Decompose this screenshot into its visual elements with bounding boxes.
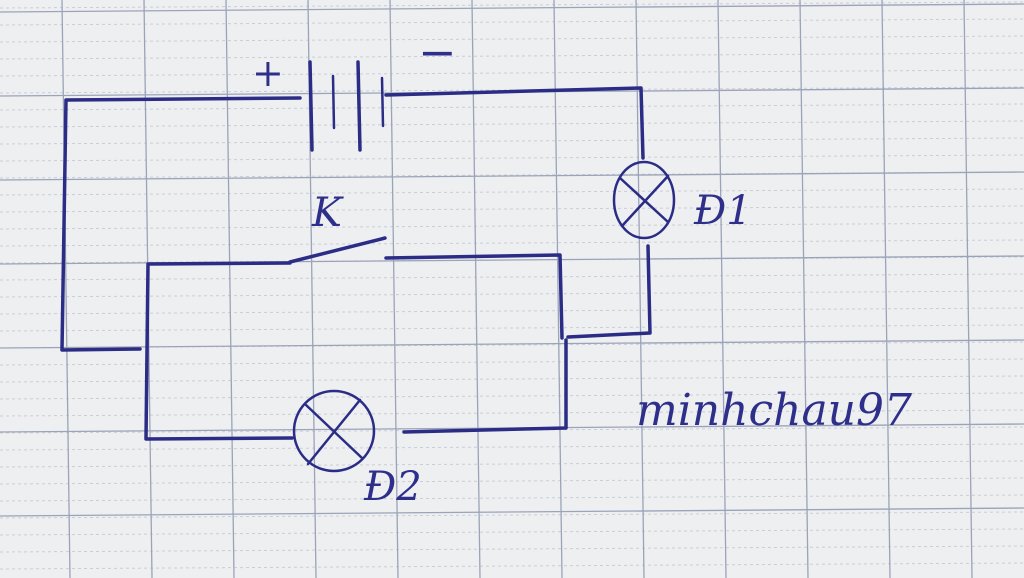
battery-plate-3	[356, 60, 362, 152]
wire-inner-top-right	[384, 253, 564, 340]
grid-line-minor	[0, 52, 1024, 60]
grid-line-minor	[0, 375, 1024, 383]
wire-top-right	[384, 86, 645, 160]
grid-line-major	[0, 507, 1024, 517]
lamp-d1-label: Đ1	[693, 188, 752, 234]
lamp-d1	[612, 160, 676, 240]
lamp-d1-cross-a	[618, 176, 670, 224]
grid-line-minor	[0, 35, 1024, 43]
grid-line-minor	[0, 324, 1024, 332]
grid-line-major	[225, 0, 235, 578]
battery-plate-1	[308, 60, 314, 152]
grid-line-minor	[0, 120, 1024, 128]
grid-line-minor	[0, 528, 1024, 536]
grid-line-minor	[0, 205, 1024, 213]
grid-line-minor	[0, 69, 1024, 77]
inner-loop	[144, 236, 568, 441]
grid-line-minor	[0, 392, 1024, 400]
grid-line-minor	[0, 1, 1024, 9]
grid-line-major	[0, 3, 1024, 13]
wire-left-loop	[60, 96, 302, 352]
battery-plus-label: +	[252, 51, 284, 95]
grid-line-major	[635, 0, 645, 578]
grid-line-major	[0, 171, 1024, 181]
grid-line-major	[61, 0, 71, 578]
wire-d1-to-right-node	[566, 244, 652, 339]
lamp-d2-label: Đ2	[363, 464, 422, 510]
wire-inner-right	[402, 338, 568, 434]
grid-line-major	[553, 0, 563, 578]
wire-inner-left	[144, 261, 294, 441]
switch-k-label: K	[311, 190, 344, 236]
grid-line-minor	[0, 273, 1024, 281]
grid-line-major	[963, 0, 973, 578]
grid-line-minor	[0, 477, 1024, 485]
battery-minus-label: −	[418, 25, 457, 79]
grid-line-minor	[0, 562, 1024, 570]
grid-line-minor	[0, 290, 1024, 298]
grid-line-minor	[0, 409, 1024, 417]
grid-line-major	[471, 0, 481, 578]
lamp-d2	[292, 389, 376, 473]
grid-line-minor	[0, 494, 1024, 502]
grid-line-minor	[0, 239, 1024, 247]
lamp-d2-cross-b	[306, 398, 362, 466]
grid-line-minor	[0, 545, 1024, 553]
grid-line-minor	[0, 188, 1024, 196]
grid-line-minor	[0, 307, 1024, 315]
grid-line-major	[0, 339, 1024, 349]
battery-plate-2	[331, 74, 336, 130]
grid-line-minor	[0, 222, 1024, 230]
battery-plate-4	[380, 76, 385, 128]
grid-line-minor	[0, 18, 1024, 26]
grid-line-major	[881, 0, 891, 578]
signature-watermark: minhchau97	[636, 385, 912, 436]
grid-line-minor	[0, 460, 1024, 468]
grid-line-minor	[0, 154, 1024, 162]
grid-line-minor	[0, 103, 1024, 111]
battery-branch	[60, 60, 645, 352]
grid-line-minor	[0, 443, 1024, 451]
switch-k-blade	[288, 236, 387, 264]
lamp-d1-cross-b	[620, 174, 670, 228]
battery-symbol	[308, 60, 385, 152]
grid-line-minor	[0, 137, 1024, 145]
lamp-d2-circle	[292, 389, 376, 473]
grid-line-major	[717, 0, 727, 578]
grid-line-minor	[0, 358, 1024, 366]
lamp-d1-circle	[612, 160, 676, 240]
grid-line-major	[799, 0, 809, 578]
grid-line-minor	[0, 511, 1024, 519]
